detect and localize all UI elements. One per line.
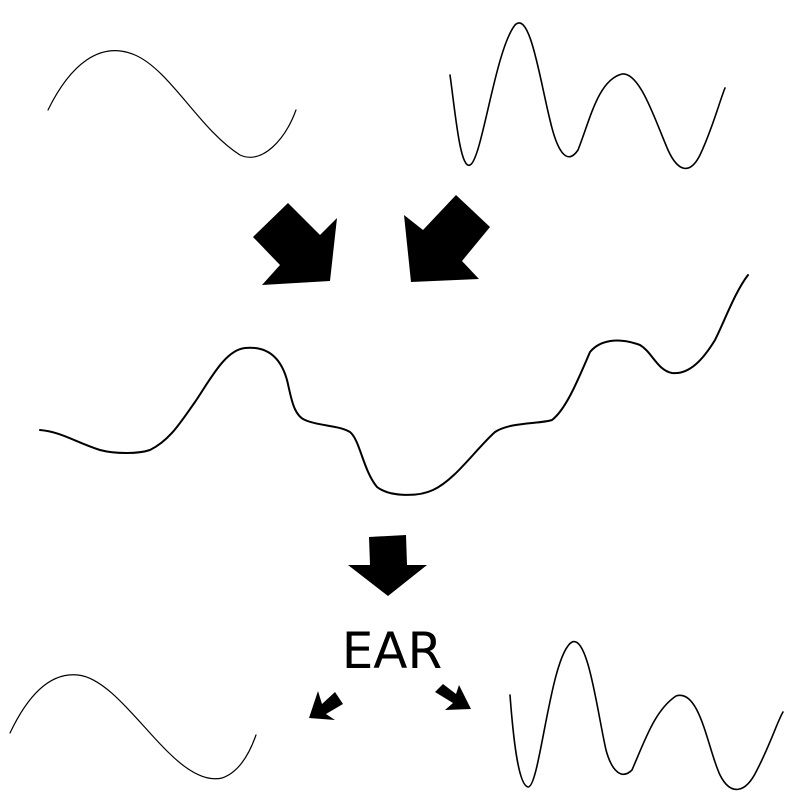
- combined-wave: [39, 274, 749, 496]
- arrow-diverge-right: [435, 684, 471, 710]
- arrow-diverge-left: [309, 691, 343, 720]
- arrow-converge-right: [404, 195, 490, 282]
- ear-label: EAR: [342, 622, 443, 680]
- output-wave-high-frequency: [509, 641, 784, 791]
- input-wave-high-frequency: [449, 22, 726, 170]
- arrow-converge-left: [253, 203, 337, 285]
- input-wave-low-frequency: [47, 50, 297, 158]
- output-wave-low-frequency: [9, 674, 257, 780]
- arrow-down-to-ear: [348, 535, 427, 596]
